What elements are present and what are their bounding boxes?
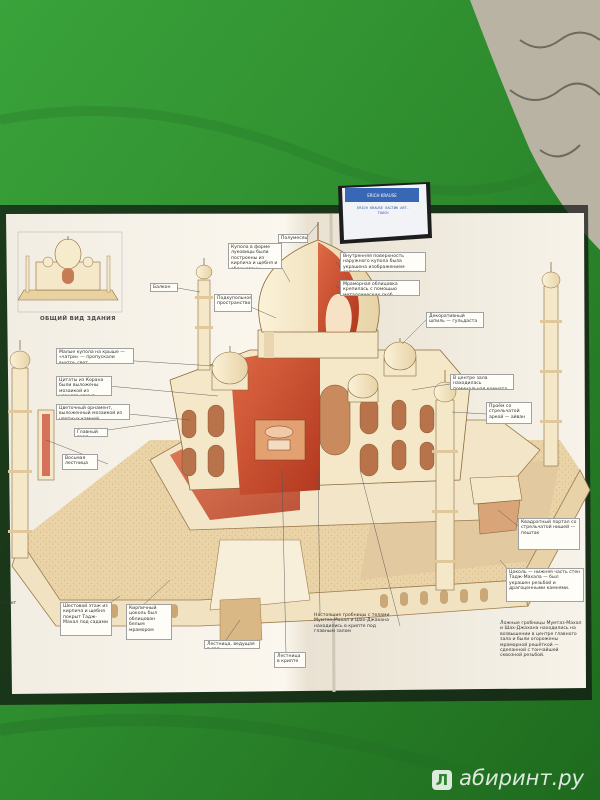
callout-brick-plinth: Кирпичный цоколь был облицован белым мра… — [126, 604, 172, 640]
eraser-brand-label: ERICH KRAUSE — [346, 190, 418, 202]
callout-guldasta: Декоративный шпиль — гульдаста — [426, 312, 484, 328]
inset-caption: ОБЩИЙ ВИД ЗДАНИЯ — [40, 316, 116, 322]
fabric-fold — [0, 106, 600, 196]
callout-leader-lines — [45, 223, 519, 655]
stairs-to-garden — [219, 597, 263, 643]
callout-main-entrance: Главный вход — [74, 428, 108, 437]
callout-floral-mosaic: Цветочный орнамент, выложенный мозаикой … — [56, 404, 130, 420]
callout-balcony: Балкон — [150, 283, 178, 292]
callout-crescent: Полумесяц — [278, 234, 308, 243]
central-iwan — [319, 384, 351, 456]
front-ramp — [209, 539, 311, 611]
callout-real-tombs: Настоящие гробницы с телами Мумтаз-Махал… — [314, 613, 390, 634]
callout-iwan: Проём со стрельчатой аркой — айван — [486, 402, 532, 424]
patterned-pillow — [470, 0, 600, 250]
callout-pishtaq: Квадратный портал со стрельчатой нишей —… — [518, 518, 580, 550]
callout-stairs-to-garden: Лестница, ведущая в сад — [204, 640, 260, 649]
garden-pavilion — [469, 475, 523, 535]
callout-onion-domes: Купола в форме луковицы были построены и… — [228, 243, 282, 269]
fabric-fold — [0, 714, 600, 789]
eraser-fineprint: ERICH KRAUSE ЛАСТИК ART-TOUCH — [357, 206, 409, 215]
chhatri-left — [211, 346, 249, 391]
minaret-front-right — [432, 370, 458, 591]
facade-arches — [181, 397, 435, 478]
minaret-cutaway — [37, 409, 55, 481]
callout-inner-dome-sun: Внутренняя поверхность наружного купола … — [340, 252, 426, 272]
pillow-pattern — [509, 31, 600, 158]
inset-overview — [17, 236, 119, 301]
callout-false-tombs: Ложные гробницы Мумтаз-Махал и Шах-Джаха… — [500, 621, 582, 659]
callout-under-dome-space: Подкупольное пространство — [214, 294, 252, 312]
callout-terrace: Шестовой этаж из кирпича и щебня покрыт … — [60, 602, 112, 636]
chhatri-front — [347, 373, 379, 403]
callout-staircase: Восьмая лестница — [62, 454, 98, 470]
callout-crypt-stairs: Лестница в крипте — [274, 652, 306, 668]
labirint-logo: Л — [432, 770, 452, 790]
minaret-back-right — [540, 262, 562, 467]
callout-chhatri: Малые купола на крыше — «чатри» — пропус… — [56, 348, 134, 364]
minaret-back-left — [195, 258, 213, 371]
callout-plinth-decoration: Цоколь — нижняя часть стен Тадж-Махала —… — [506, 568, 584, 602]
callout-minaret: нарет — [2, 601, 16, 606]
inner-dome — [325, 293, 353, 333]
minaret-front-left — [8, 340, 32, 559]
inset-frame — [17, 231, 123, 313]
crypt-interior — [254, 419, 306, 461]
callout-quran-mosaic: Цитаты из Корана были выложены мозаикой … — [56, 376, 112, 396]
chhatri-right — [383, 338, 417, 377]
callout-memorial-room: В центре зала находилась поминальная ком… — [450, 374, 514, 390]
watermark: абиринт.ру — [459, 766, 584, 790]
callout-marble-cladding: Мраморная облицовка крепилась с помощью … — [340, 280, 420, 296]
